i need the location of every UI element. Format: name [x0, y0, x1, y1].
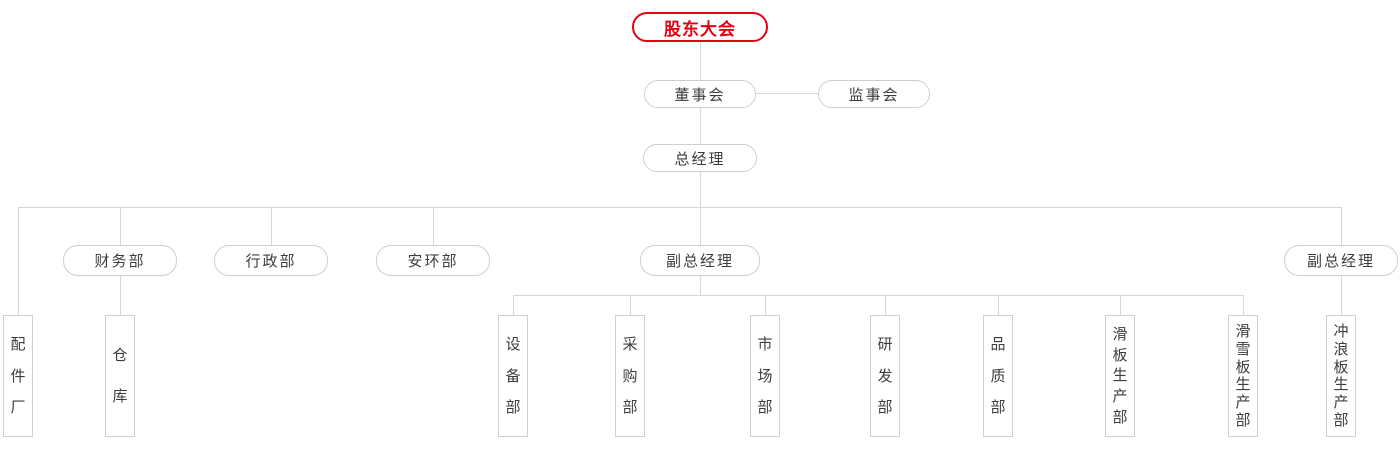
- node-surfboard-production-dept[interactable]: 冲浪板生产部: [1326, 315, 1356, 437]
- node-purchasing-dept[interactable]: 采购部: [615, 315, 645, 437]
- node-deputy-general-manager-right[interactable]: 副总经理: [1284, 245, 1398, 276]
- node-quality-dept[interactable]: 品质部: [983, 315, 1013, 437]
- line-finance-warehouse: [120, 276, 121, 315]
- line-deputy-right-surfboard: [1341, 276, 1342, 315]
- line-board-gm: [700, 108, 701, 144]
- line-subbus-skateboard: [1120, 295, 1121, 315]
- line-bus-admin: [271, 207, 272, 245]
- line-bus-finance: [120, 207, 121, 245]
- line-subbus-equipment: [513, 295, 514, 315]
- node-warehouse[interactable]: 仓库: [105, 315, 135, 437]
- line-subbus-snowboard: [1243, 295, 1244, 315]
- node-deputy-general-manager[interactable]: 副总经理: [640, 245, 760, 276]
- line-gm-bus: [700, 172, 701, 207]
- line-bus-parts-factory: [18, 207, 19, 315]
- node-equipment-dept[interactable]: 设备部: [498, 315, 528, 437]
- line-main-bus: [18, 207, 1342, 208]
- line-subbus-marketing: [765, 295, 766, 315]
- line-subbus-purchasing: [630, 295, 631, 315]
- line-sub-bus: [513, 295, 1244, 296]
- line-bus-deputy: [700, 207, 701, 245]
- line-board-supervisory: [756, 93, 818, 94]
- node-shareholders-meeting[interactable]: 股东大会: [632, 12, 768, 42]
- line-deputy-subbus: [700, 276, 701, 295]
- line-subbus-quality: [998, 295, 999, 315]
- node-supervisory-board[interactable]: 监事会: [818, 80, 930, 108]
- node-snowboard-production-dept[interactable]: 滑雪板生产部: [1228, 315, 1258, 437]
- node-rnd-dept[interactable]: 研发部: [870, 315, 900, 437]
- line-root-board: [700, 42, 701, 80]
- node-admin-dept[interactable]: 行政部: [214, 245, 328, 276]
- line-bus-safety: [433, 207, 434, 245]
- node-marketing-dept[interactable]: 市场部: [750, 315, 780, 437]
- node-safety-env-dept[interactable]: 安环部: [376, 245, 490, 276]
- line-bus-deputy-right: [1341, 207, 1342, 245]
- node-general-manager[interactable]: 总经理: [643, 144, 757, 172]
- node-board-of-directors[interactable]: 董事会: [644, 80, 756, 108]
- node-parts-factory[interactable]: 配件厂: [3, 315, 33, 437]
- line-subbus-rnd: [885, 295, 886, 315]
- node-finance-dept[interactable]: 财务部: [63, 245, 177, 276]
- node-skateboard-production-dept[interactable]: 滑板生产部: [1105, 315, 1135, 437]
